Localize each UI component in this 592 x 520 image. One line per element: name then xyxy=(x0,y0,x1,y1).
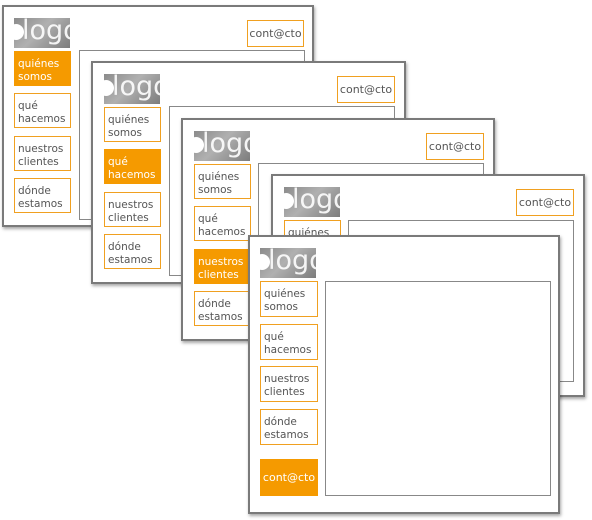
content-area xyxy=(325,281,551,496)
logo-image: logo xyxy=(260,248,316,278)
contact-button[interactable]: cont@cto xyxy=(247,20,304,47)
logo-image: logo xyxy=(194,131,250,161)
contact-button[interactable]: cont@cto xyxy=(337,76,395,103)
contact-button[interactable]: cont@cto xyxy=(260,459,318,496)
logo-image: logo xyxy=(14,18,70,48)
contact-button[interactable]: cont@cto xyxy=(426,133,484,160)
contact-button[interactable]: cont@cto xyxy=(516,189,574,216)
logo-image: logo xyxy=(284,187,340,217)
logo-image: logo xyxy=(104,74,160,104)
